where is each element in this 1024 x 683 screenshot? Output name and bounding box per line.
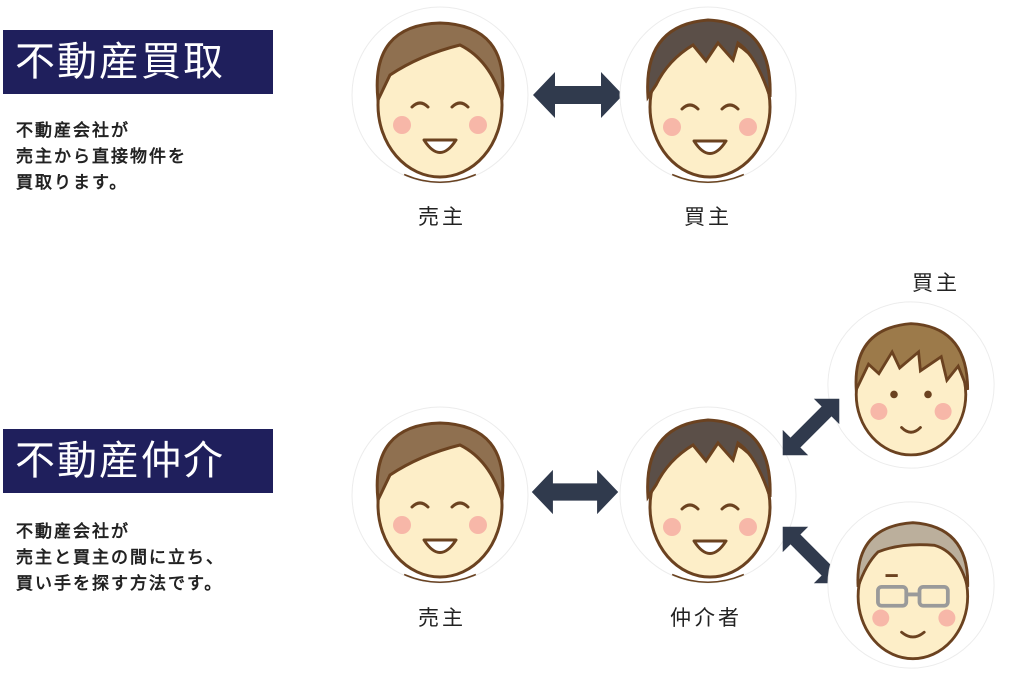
brokerage-title: 不動産仲介 [3,429,273,493]
seller-avatar-icon [350,5,530,185]
purchase-title: 不動産買取 [3,30,273,94]
young-buyer-avatar-icon [826,300,996,470]
brokerage-desc-line-2: 売主と買主の間に立ち、 [16,548,225,568]
broker-to-young-buyer-arrow-icon [776,392,846,462]
purchase-buyer-label: 買主 [684,205,732,229]
purchase-double-arrow-icon [533,70,623,120]
broker-label: 仲介者 [670,606,742,630]
broker-to-elderly-buyer-arrow-icon [776,520,846,590]
elderly-buyer-avatar-icon [826,500,996,670]
broker-avatar-icon [618,405,798,585]
brokerage-buyer-label: 買主 [912,271,960,295]
purchase-desc-line-1: 不動産会社が [16,121,130,141]
brokerage-seller-label: 売主 [418,606,466,630]
brokerage-desc-line-3: 買い手を探す方法です。 [16,574,224,594]
brokerage-description: 不動産会社が 売主と買主の間に立ち、 買い手を探す方法です。 [16,519,225,597]
purchase-description: 不動産会社が 売主から直接物件を 買取ります。 [16,118,187,196]
brokerage-seller-avatar-icon [350,405,530,585]
purchase-desc-line-2: 売主から直接物件を [16,147,187,167]
purchase-desc-line-3: 買取ります。 [16,173,129,193]
brokerage-desc-line-1: 不動産会社が [16,522,130,542]
buyer-avatar-icon [618,5,798,185]
brokerage-double-arrow-icon [531,468,619,516]
purchase-seller-label: 売主 [418,205,466,229]
